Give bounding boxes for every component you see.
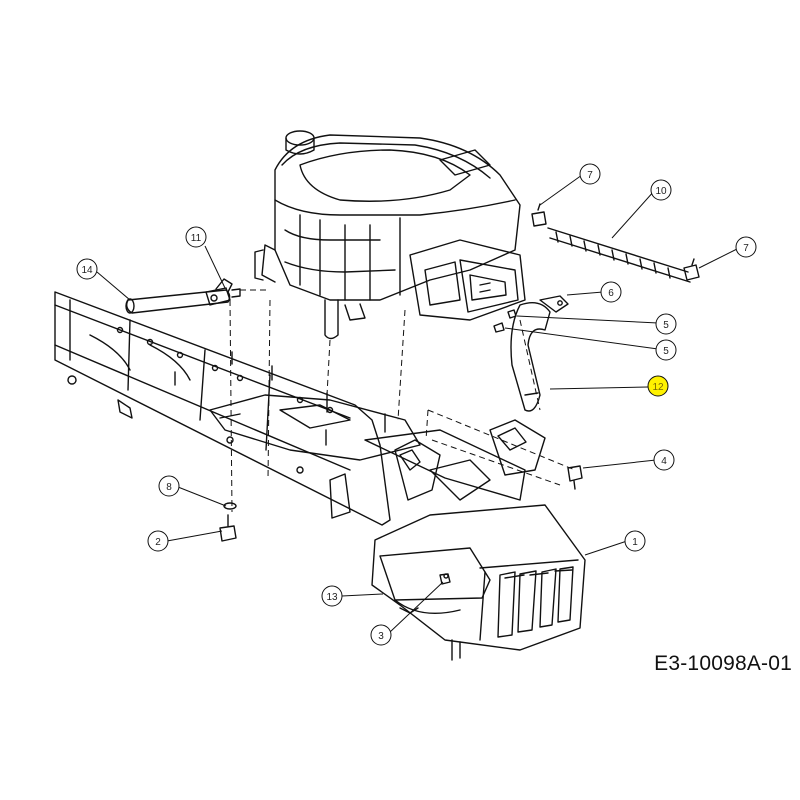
leader-lines: [96, 174, 740, 633]
callout-2: 2: [147, 530, 169, 552]
drawing-code: E3-10098A-01: [654, 652, 792, 675]
mount-brackets: [394, 419, 546, 501]
callout-10: 10: [650, 179, 672, 201]
callout-5: 5: [655, 339, 677, 361]
rod-10: [531, 203, 700, 283]
callout-1: 1: [624, 530, 646, 552]
callout-13: 13: [321, 585, 343, 607]
svg-text:13: 13: [326, 592, 338, 603]
callout-6: 6: [600, 281, 622, 303]
svg-text:3: 3: [378, 631, 384, 642]
svg-text:4: 4: [661, 456, 667, 467]
svg-text:5: 5: [663, 320, 669, 331]
callout-3: 3: [370, 624, 392, 646]
callout-11: 11: [185, 226, 207, 248]
shield-cover: [371, 504, 586, 661]
svg-text:5: 5: [663, 346, 669, 357]
svg-text:7: 7: [743, 243, 749, 254]
engine: [254, 130, 526, 340]
svg-text:12: 12: [652, 382, 664, 393]
callout-14: 14: [76, 258, 98, 280]
bolt-4: [567, 465, 583, 490]
svg-text:14: 14: [81, 265, 93, 276]
svg-text:1: 1: [632, 537, 638, 548]
exhaust-pipe: [510, 295, 569, 412]
chassis-frame: [54, 291, 526, 526]
washer-8: [223, 502, 237, 510]
svg-text:2: 2: [155, 537, 161, 548]
svg-text:10: 10: [655, 186, 667, 197]
callout-7: 7: [735, 236, 757, 258]
bolt-2: [219, 514, 237, 542]
callout-5: 5: [655, 313, 677, 335]
callout-12: 12: [647, 375, 669, 397]
bolts-5: [493, 309, 517, 333]
svg-text:6: 6: [608, 288, 614, 299]
callout-4: 4: [653, 449, 675, 471]
svg-text:11: 11: [191, 233, 202, 244]
svg-text:8: 8: [166, 482, 172, 493]
assembly-lines: [229, 289, 576, 513]
svg-text:7: 7: [587, 170, 593, 181]
callout-7: 7: [579, 163, 601, 185]
callout-8: 8: [158, 475, 180, 497]
